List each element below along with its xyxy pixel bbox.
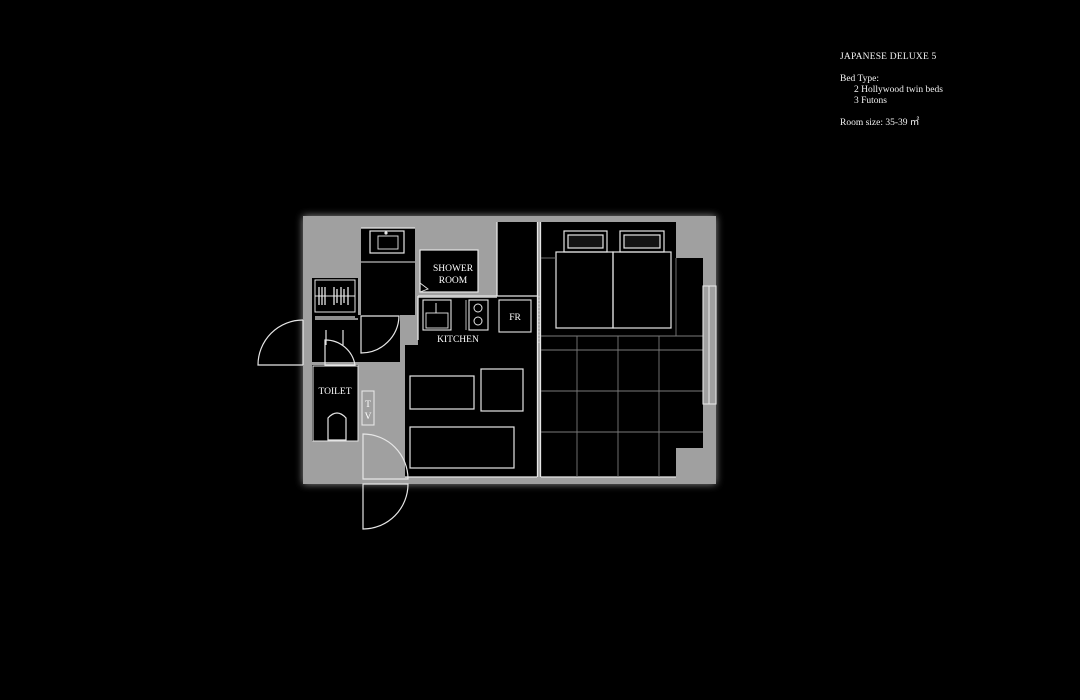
pillow — [567, 234, 604, 249]
toilet-label: TOILET — [318, 387, 351, 397]
pillow — [563, 230, 608, 253]
closet-floor — [497, 222, 537, 298]
bed-type-label: Bed Type: — [840, 74, 880, 84]
bedroom-floor — [541, 222, 703, 477]
wardrobe — [314, 279, 356, 318]
fridge-label: FR — [509, 313, 521, 323]
bed-type-item: 3 Futons — [854, 96, 887, 106]
kitchen-label: KITCHEN — [437, 335, 479, 345]
living-room-furniture — [409, 368, 524, 469]
room-info-panel: JAPANESE DELUXE 5 Bed Type: 2 Hollywood … — [840, 52, 1060, 129]
bed-type-item: 2 Hollywood twin beds — [854, 85, 943, 95]
washbasin — [361, 230, 415, 263]
room-type-title: JAPANESE DELUXE 5 — [840, 52, 937, 62]
living-room-door — [362, 433, 409, 480]
tv-label: V — [365, 412, 372, 422]
shower-room-label: ROOM — [439, 276, 468, 286]
entry-doors — [257, 315, 409, 530]
pillow — [619, 230, 665, 253]
toilet: TOILET — [312, 365, 359, 442]
balcony-door — [362, 483, 409, 530]
pillow — [623, 234, 661, 249]
tv-label: T — [365, 400, 371, 410]
shower-room: SHOWER ROOM — [419, 249, 479, 293]
beds — [555, 230, 672, 329]
room-size: Room size: 35-39 ㎡ — [840, 118, 920, 128]
partition-lines — [361, 222, 676, 478]
kitchen-floor — [418, 298, 537, 345]
window — [702, 285, 717, 405]
bed-type-list: 2 Hollywood twin beds 3 Futons — [840, 85, 1060, 107]
shower-room-floor — [420, 250, 478, 292]
entry-floor — [312, 315, 400, 362]
toilet-floor — [312, 365, 358, 441]
entrance-door — [257, 319, 304, 366]
washroom-floor — [361, 228, 415, 315]
washroom-door — [360, 315, 400, 354]
table — [409, 375, 475, 410]
floor-areas — [312, 222, 703, 477]
tv: T V — [361, 390, 375, 426]
living-room-floor — [405, 345, 537, 477]
shower-room-label: SHOWER — [433, 264, 474, 274]
kitchen: FR KITCHEN — [422, 299, 532, 345]
tatami-grid — [541, 257, 703, 477]
sofa — [409, 426, 515, 469]
armchair — [480, 368, 524, 412]
